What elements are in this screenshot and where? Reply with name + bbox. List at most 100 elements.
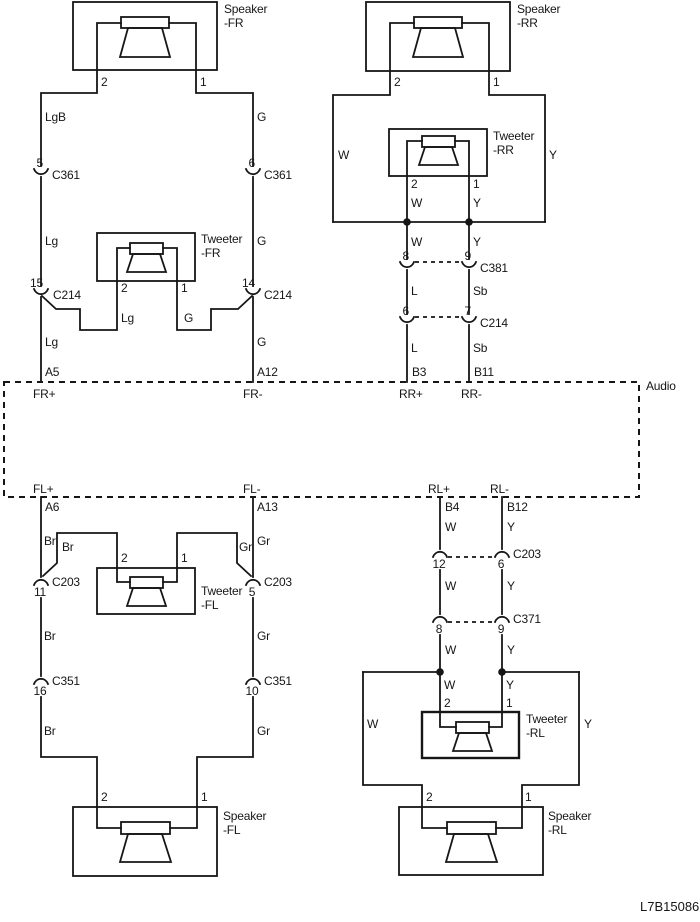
connector-id: C351 (264, 674, 292, 688)
wire-rl-spk-neg-color: Y (584, 717, 592, 731)
connector-c214-pin7: 7 C214 (460, 304, 509, 330)
speaker-rl: Speaker -RL 2 1 (398, 790, 592, 876)
connector-pin: 5 (249, 585, 256, 599)
connector-c214-pin6: 6 (398, 304, 416, 324)
speaker-fl-box (72, 806, 218, 877)
tweeter-rl-stub1 (488, 671, 503, 728)
audio-signal-rl-neg: RL- (490, 482, 509, 496)
audio-signal-fl-neg: FL- (243, 482, 261, 496)
connector-c381-pin8: 8 (398, 249, 416, 269)
tweeter-fl-stub1 (162, 567, 178, 583)
wire-rr-neg-seg1-color: Y (473, 235, 481, 249)
wire-fl-pos-seg1-color: Br (44, 534, 56, 548)
audio-signal-rl-pos: RL+ (428, 482, 450, 496)
tweeter-rr-pin1: 1 (473, 177, 480, 191)
figure-reference: L7B15086 (640, 899, 699, 914)
wire-fr-pos-seg1 (40, 22, 122, 167)
wire-fr-pos-seg3-color: Lg (45, 335, 58, 349)
tweeter-rl-symbol-magnet (455, 721, 490, 734)
wire-fl-neg-seg3-color: Gr (257, 724, 270, 738)
wire-rl-spk-pos-color: W (367, 717, 379, 731)
connector-arc (244, 677, 262, 686)
wire-fl-pos-seg3-color: Br (44, 724, 56, 738)
tweeter-fl: Tweeter -FL 2 1 (96, 551, 243, 615)
audio-unit: Audio A5 A12 B3 B11 FR+ FR- RR+ RR- FL+ … (3, 365, 676, 514)
audio-unit-label: Audio (646, 379, 676, 393)
connector-id: C214 (480, 316, 508, 330)
connector-id: C203 (264, 575, 292, 589)
wire-fl-pos-branch-color: Br (62, 540, 74, 554)
connector-arc (460, 315, 478, 324)
speaker-fr: Speaker -FR 2 1 (72, 1, 268, 89)
connector-c361-pin5: 5 C361 (32, 156, 81, 182)
wire-rr-spk-neg-color: Y (549, 148, 557, 162)
tweeter-rl-stub2 (439, 671, 457, 728)
wire-fr-neg-seg1-color: G (257, 110, 266, 124)
tweeter-rr-wire2-color: W (411, 196, 423, 210)
speaker-rl-box (398, 806, 544, 876)
tweeter-rl-symbol-cone (451, 732, 494, 752)
audio-pin-b11: B11 (474, 365, 494, 379)
tweeter-fl-symbol-magnet (129, 576, 164, 589)
connector-arc (460, 260, 478, 269)
wire-fl-neg-branch (176, 532, 253, 578)
connector-pin: 6 (498, 557, 505, 571)
audio-signal-fr-pos: FR+ (33, 387, 56, 401)
wire-fl-neg-seg3 (196, 696, 254, 808)
connector-c203-pin12: 12 (431, 550, 449, 571)
connector-id: C203 (513, 547, 541, 561)
tweeter-rl-pin1: 1 (506, 696, 513, 710)
wire-rr-spk-pos-color: W (338, 148, 350, 162)
connector-c371-pin8: 8 (431, 615, 449, 636)
tweeter-rl-pin2: 2 (444, 696, 451, 710)
speaker-rr-pin1: 1 (493, 75, 500, 89)
connector-pin: 9 (465, 249, 472, 263)
wire-fr-neg-branch (176, 280, 254, 331)
connector-c351-pin16: 16 C351 (32, 674, 81, 698)
wire-rl-neg-seg3-color: Y (507, 643, 515, 657)
tweeter-rl: Tweeter -RL 2 1 W Y (420, 671, 568, 760)
connector-arc (244, 167, 262, 176)
audio-pin-a12: A12 (257, 365, 278, 379)
speaker-fr-symbol-magnet (120, 16, 170, 29)
tweeter-fr-loc: -FR (201, 246, 221, 260)
audio-signal-rr-neg: RR- (461, 387, 482, 401)
wire-rl-spk-neg (521, 671, 580, 808)
wire-rr-pos-seg2-color: L (411, 284, 418, 298)
wire-fl-neg-seg1-color: Gr (257, 534, 270, 548)
connector-c371-pin9: 9 C371 (493, 612, 542, 636)
tweeter-rr-loc: -RR (493, 143, 514, 157)
connector-pin: 14 (242, 276, 255, 290)
connector-id: C371 (513, 612, 541, 626)
connector-c214-pin14: 14 C214 (242, 276, 293, 302)
tweeter-rr-pin2: 2 (411, 177, 418, 191)
wire-fr-pos-seg1-color: LgB (45, 110, 66, 124)
wire-fr-pos-seg2-color: Lg (45, 234, 58, 248)
tweeter-fr-symbol-cone (125, 253, 168, 273)
connector-pin: 8 (436, 622, 443, 636)
wire-fl-pos-seg2-color: Br (44, 629, 56, 643)
connector-arc (244, 578, 262, 587)
connector-c203-pin11: 11 C203 (32, 575, 81, 599)
speaker-rr-symbol-cone (411, 27, 465, 58)
audio-signal-fr-neg: FR- (243, 387, 263, 401)
audio-signal-fl-pos: FL+ (33, 482, 54, 496)
audio-pin-b12: B12 (507, 500, 528, 514)
wire-fr-neg-seg3-color: G (257, 335, 266, 349)
wire-fr-neg-seg1 (168, 22, 254, 167)
connector-c351-pin10: 10 C351 (244, 674, 293, 698)
tweeter-fr-stub2 (116, 247, 131, 282)
audio-pin-a6: A6 (45, 500, 60, 514)
wire-rr-spk-neg (461, 22, 546, 223)
audio-pin-b4: B4 (445, 500, 460, 514)
connector-c203-pin5: 5 C203 (244, 575, 293, 599)
tweeter-rr-stub1 (454, 140, 470, 223)
connector-pin: 16 (34, 684, 47, 698)
connector-arc (431, 550, 449, 559)
wire-rr-spk-pos (332, 22, 415, 223)
connector-arc (493, 615, 511, 624)
connector-pin: 5 (37, 156, 44, 170)
speaker-rl-symbol-magnet (446, 821, 497, 835)
wire-fr-pos-branch-color: Lg (121, 311, 134, 325)
